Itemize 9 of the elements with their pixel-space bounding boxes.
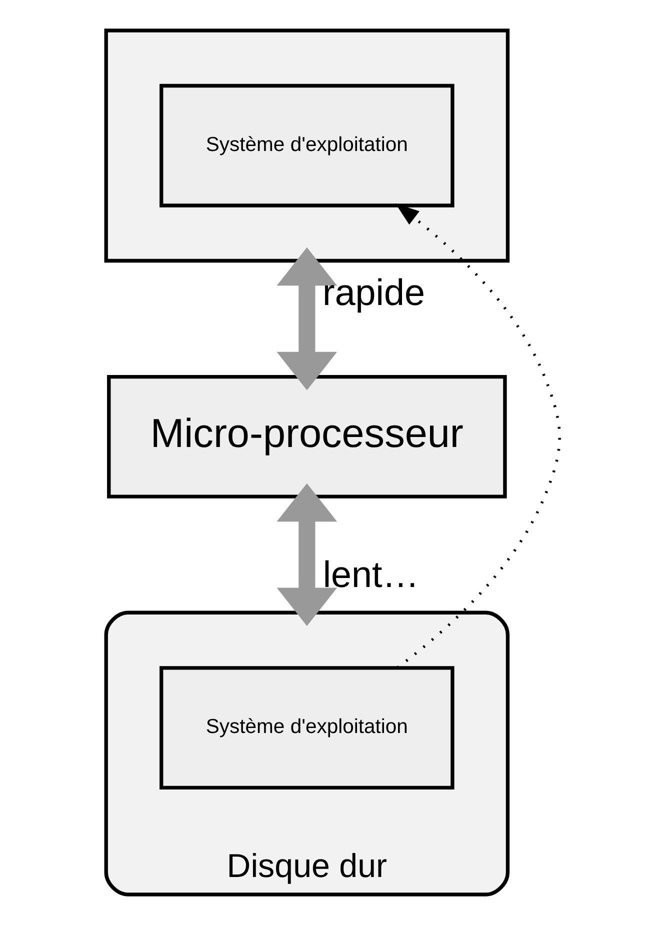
- node-box: Système d'exploitation: [160, 666, 454, 790]
- node-box: Système d'exploitation: [160, 84, 454, 208]
- arrow: [276, 247, 338, 390]
- edge-label: lent…: [322, 554, 420, 595]
- node-box: Micro-processeur: [107, 374, 507, 498]
- arrow: [395, 203, 561, 669]
- cluster: [104, 28, 510, 263]
- edge-label: rapide: [322, 272, 425, 313]
- arrow: [276, 483, 338, 626]
